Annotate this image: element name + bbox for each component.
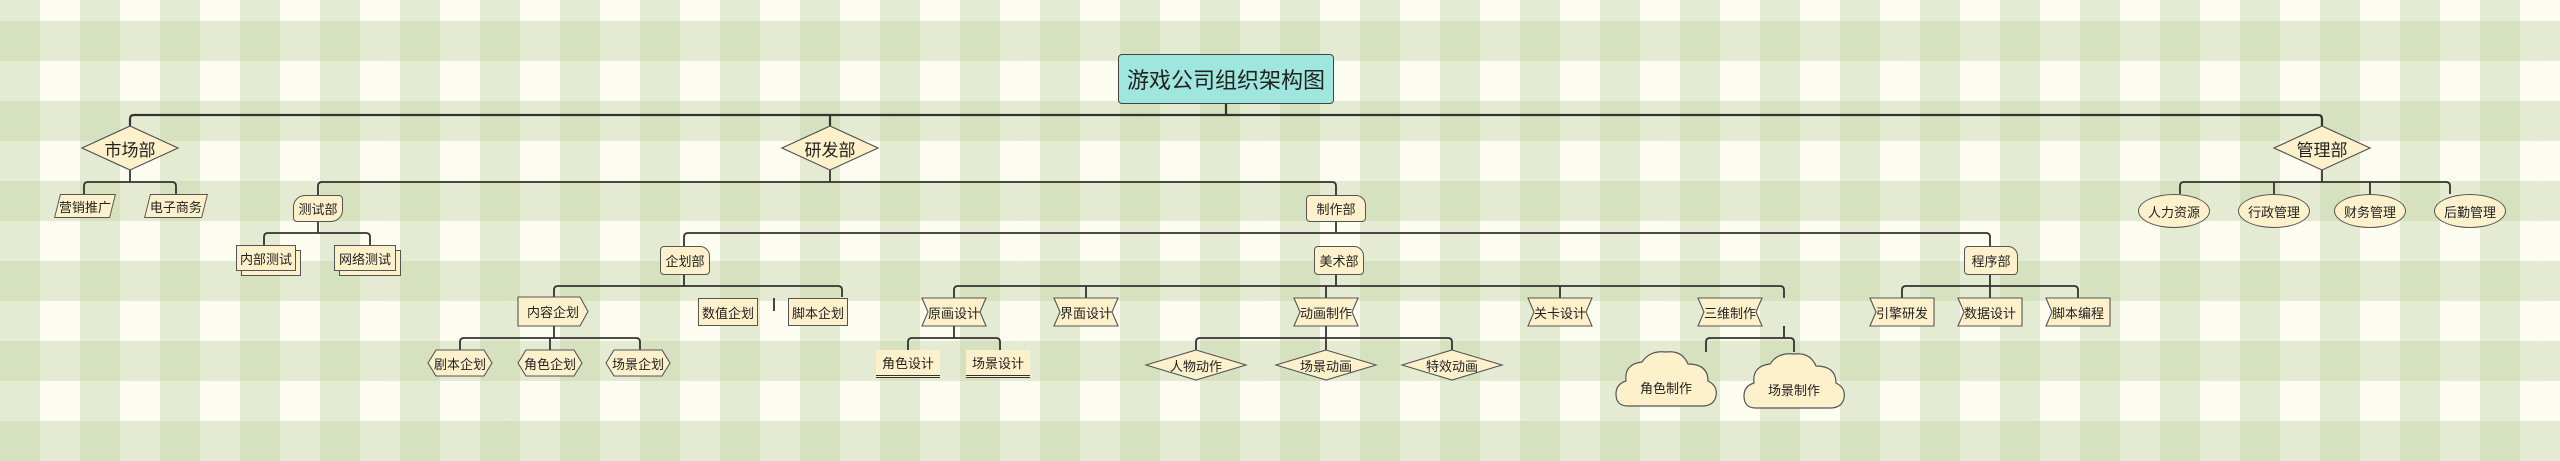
node-scene-modeling[interactable]: 场景制作 [1742, 350, 1846, 410]
node-network-test[interactable]: 网络测试 [334, 245, 396, 271]
node-production-dept[interactable]: 制作部 [1306, 195, 1366, 222]
node-scene-animation-label: 场景动画 [1299, 359, 1352, 375]
node-animation[interactable]: 动画制作 [1293, 297, 1359, 327]
root-title[interactable]: 游戏公司组织架构图 [1118, 54, 1334, 104]
node-marketing-label: 营销推广 [58, 200, 111, 216]
node-scene-animation[interactable]: 场景动画 [1274, 349, 1378, 381]
node-scene-planning[interactable]: 场景企划 [605, 349, 671, 377]
node-character-motion-label: 人物动作 [1169, 359, 1222, 375]
node-vfx-animation[interactable]: 特效动画 [1400, 349, 1504, 381]
dept-market[interactable]: 市场部 [80, 125, 180, 171]
node-finance[interactable]: 财务管理 [2334, 194, 2406, 228]
node-character-planning-label: 角色企划 [523, 357, 576, 373]
node-admin[interactable]: 行政管理 [2238, 194, 2310, 228]
dept-market-label: 市场部 [104, 140, 156, 161]
node-engine-dev-label: 引擎研发 [1875, 306, 1928, 322]
node-character-design[interactable]: 角色设计 [876, 350, 940, 378]
node-ecommerce[interactable]: 电子商务 [144, 194, 208, 218]
node-marketing[interactable]: 营销推广 [54, 194, 116, 218]
node-3d-production[interactable]: 三维制作 [1697, 297, 1763, 327]
node-script-programming-label: 脚本编程 [2051, 306, 2104, 322]
node-scene-design[interactable]: 场景设计 [966, 350, 1030, 378]
node-story-planning[interactable]: 剧本企划 [427, 349, 493, 377]
node-concept-design-label: 原画设计 [927, 306, 980, 322]
node-vfx-animation-label: 特效动画 [1425, 359, 1478, 375]
node-concept-design[interactable]: 原画设计 [921, 297, 987, 327]
node-test-dept[interactable]: 测试部 [293, 195, 343, 222]
node-ui-design-label: 界面设计 [1059, 306, 1112, 322]
node-ui-design[interactable]: 界面设计 [1053, 297, 1119, 327]
node-data-design[interactable]: 数据设计 [1957, 297, 2023, 327]
node-character-motion[interactable]: 人物动作 [1144, 349, 1248, 381]
dept-rnd-label: 研发部 [804, 140, 856, 161]
node-content-planning[interactable]: 内容企划 [517, 296, 589, 327]
node-scene-planning-label: 场景企划 [611, 357, 664, 373]
node-numeric-planning[interactable]: 数值企划 [698, 298, 758, 326]
node-data-design-label: 数据设计 [1963, 306, 2016, 322]
dept-rnd[interactable]: 研发部 [780, 125, 880, 171]
node-art-dept[interactable]: 美术部 [1314, 246, 1364, 275]
node-character-planning[interactable]: 角色企划 [517, 349, 583, 377]
node-character-modeling[interactable]: 角色制作 [1614, 348, 1718, 408]
node-animation-label: 动画制作 [1299, 306, 1352, 322]
node-content-planning-label: 内容企划 [526, 306, 579, 321]
node-scene-modeling-label: 场景制作 [1767, 383, 1820, 399]
node-3d-production-label: 三维制作 [1703, 306, 1756, 322]
node-script-planning[interactable]: 脚本企划 [788, 298, 848, 326]
dept-management[interactable]: 管理部 [2272, 125, 2372, 171]
node-level-design[interactable]: 关卡设计 [1527, 297, 1593, 327]
node-engine-dev[interactable]: 引擎研发 [1869, 297, 1935, 327]
node-hr[interactable]: 人力资源 [2138, 194, 2210, 228]
node-program-dept[interactable]: 程序部 [1964, 246, 2018, 275]
node-level-design-label: 关卡设计 [1533, 306, 1586, 322]
dept-management-label: 管理部 [2296, 140, 2348, 161]
node-internal-test[interactable]: 内部测试 [236, 245, 296, 271]
node-story-planning-label: 剧本企划 [433, 357, 486, 373]
node-logistics[interactable]: 后勤管理 [2434, 194, 2506, 228]
node-script-programming[interactable]: 脚本编程 [2045, 297, 2111, 327]
node-planning-dept[interactable]: 企划部 [660, 246, 710, 275]
node-character-modeling-label: 角色制作 [1639, 381, 1692, 397]
node-ecommerce-label: 电子商务 [149, 200, 202, 216]
